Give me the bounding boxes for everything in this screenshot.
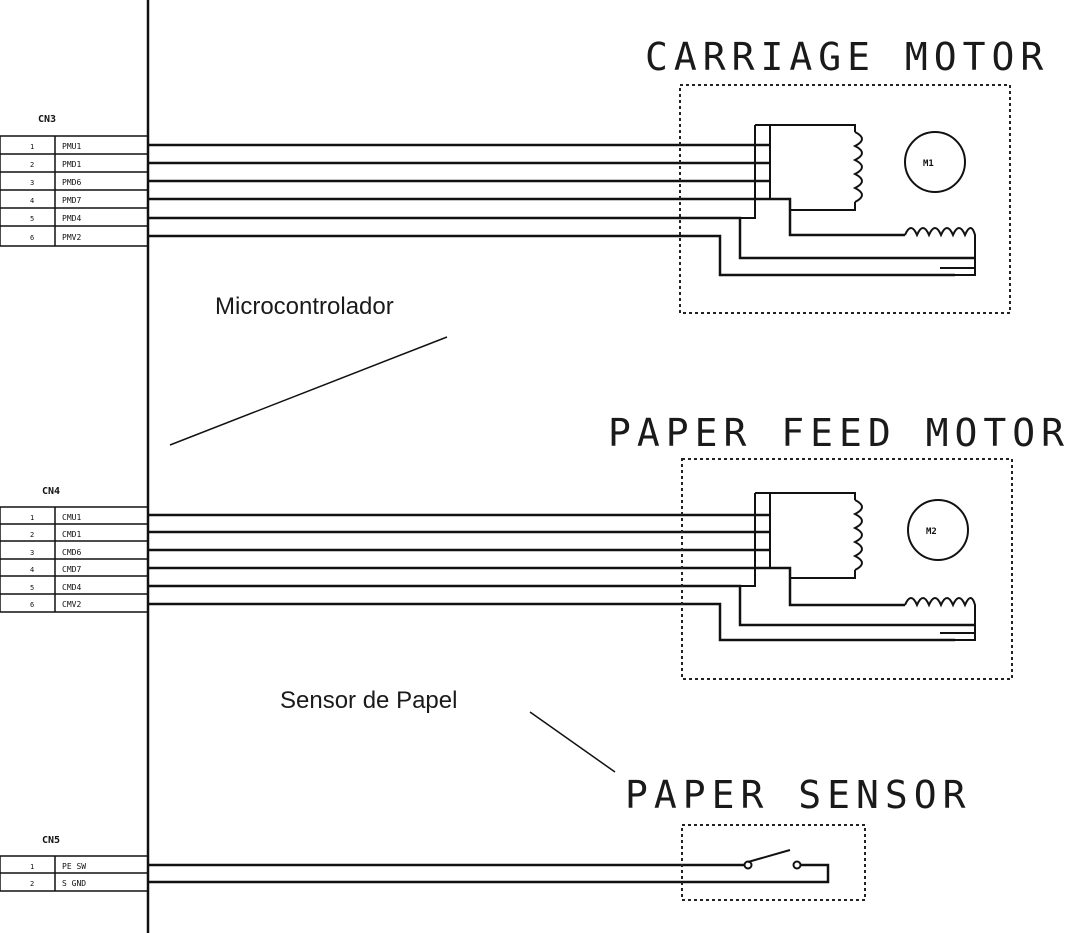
cn4-signal-label: CMU1 xyxy=(62,513,81,522)
microcontrolador-label: Microcontrolador xyxy=(215,293,394,320)
cn3-label: CN3 xyxy=(38,114,56,125)
switch-contact-icon xyxy=(792,860,802,870)
carriage-motor-box: M1 xyxy=(679,84,1011,314)
cn5-label: CN5 xyxy=(42,835,60,846)
cn5-signal-label: S GND xyxy=(62,879,86,888)
paper-feed-motor-box: M2 xyxy=(681,458,1013,680)
cn5-pin-number: 1 xyxy=(30,863,34,871)
cn3-pin-number: 5 xyxy=(30,215,34,223)
cn4-wires xyxy=(148,513,975,642)
motor-m2-label: M2 xyxy=(926,527,937,537)
cn4-signal-label: CMD6 xyxy=(62,548,81,557)
cn3-signal-label: PMV2 xyxy=(62,233,81,242)
cn4-pin-number: 3 xyxy=(30,549,34,557)
cn3-signal-label: PMD4 xyxy=(62,214,81,223)
cn3-signal-label: PMD7 xyxy=(62,196,81,205)
cn5-signal-label: PE SW xyxy=(62,862,86,871)
cn3-pin-number: 3 xyxy=(30,179,34,187)
cn4-pin-number: 4 xyxy=(30,566,34,574)
connector-cn5: CN5 1 2 PE SW S GND xyxy=(0,835,149,892)
cn5-pin-number: 2 xyxy=(30,880,34,888)
cn4-signal-label: CMD4 xyxy=(62,583,81,592)
connector-cn3: CN3 1 2 3 4 5 6 PMU1 PMD1 PMD6 PMD7 PMD4… xyxy=(0,114,149,247)
sensor-de-papel-leader-line xyxy=(529,711,616,773)
switch-contact-icon xyxy=(743,860,753,870)
cn3-signal-label: PMD6 xyxy=(62,178,81,187)
cn4-signal-label: CMV2 xyxy=(62,600,81,609)
cn3-signal-label: PMU1 xyxy=(62,142,81,151)
motor-m2-symbol xyxy=(907,499,969,561)
cn3-pin-number: 4 xyxy=(30,197,34,205)
paper-feed-motor-title: PAPER FEED MOTOR xyxy=(608,411,1070,455)
microcontrolador-leader-line xyxy=(169,336,448,446)
cn5-wires xyxy=(148,863,830,884)
paper-sensor-title: PAPER SENSOR xyxy=(625,773,972,817)
cn3-wires xyxy=(148,143,975,277)
cn4-pin-number: 6 xyxy=(30,601,34,609)
cn3-signal-label: PMD1 xyxy=(62,160,81,169)
paper-sensor-box xyxy=(681,824,866,901)
cn3-pin-number: 2 xyxy=(30,161,34,169)
cn4-pin-number: 2 xyxy=(30,531,34,539)
switch-lever xyxy=(747,849,791,863)
cn4-pin-number: 1 xyxy=(30,514,34,522)
cn4-pin-number: 5 xyxy=(30,584,34,592)
cn4-label: CN4 xyxy=(42,486,60,497)
cn3-pin-number: 1 xyxy=(30,143,34,151)
connector-cn4: CN4 1 2 3 4 5 6 CMU1 CMD1 CMD6 CMD7 CMD4… xyxy=(0,486,149,613)
cn4-signal-label: CMD1 xyxy=(62,530,81,539)
cn3-pin-number: 6 xyxy=(30,234,34,242)
sensor-de-papel-label: Sensor de Papel xyxy=(280,687,457,714)
carriage-motor-title: CARRIAGE MOTOR xyxy=(645,35,1049,79)
motor-m1-label: M1 xyxy=(923,159,934,169)
cn4-signal-label: CMD7 xyxy=(62,565,81,574)
motor-m1-symbol xyxy=(904,131,966,193)
